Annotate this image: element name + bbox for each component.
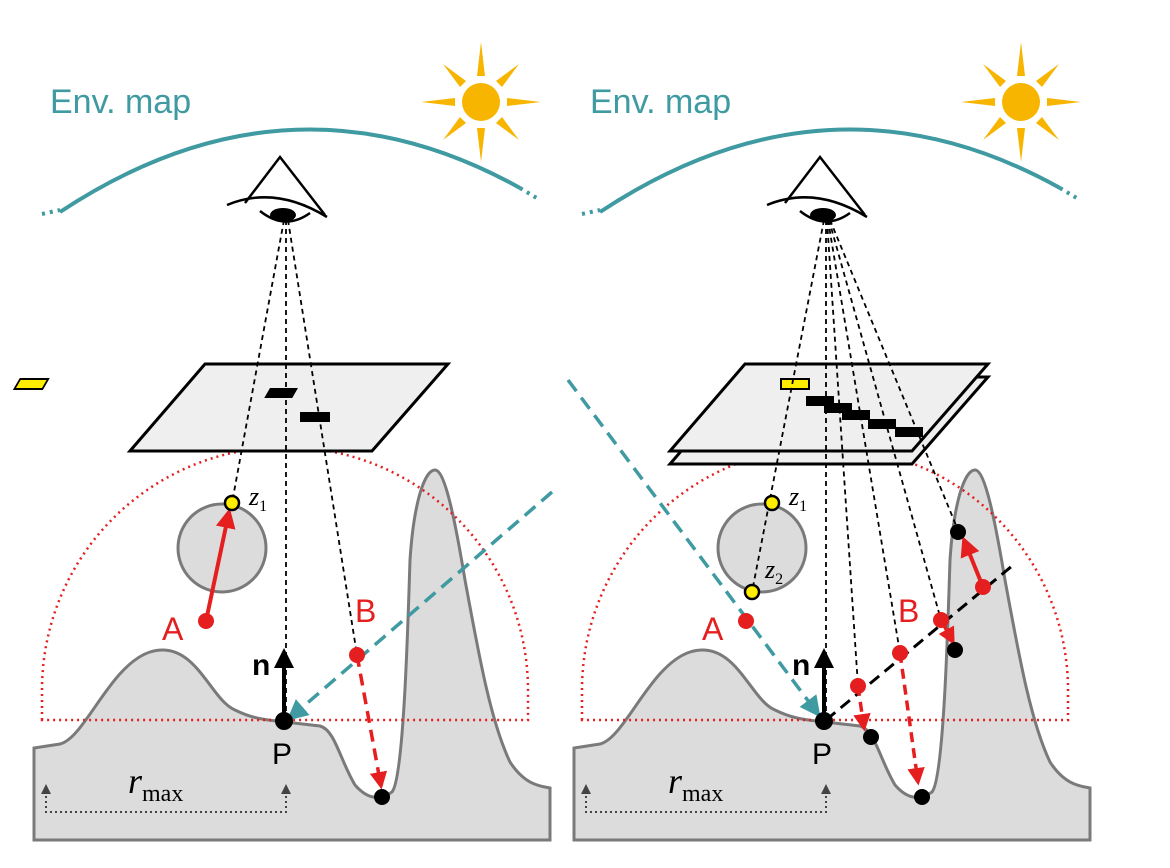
label-z1: z1 (788, 482, 807, 515)
rmax-bracket (581, 784, 831, 813)
arrow-B (355, 654, 388, 790)
terrain (572, 468, 1092, 842)
view-rays (231, 219, 358, 720)
label-z1: z1 (248, 482, 267, 515)
screen-plane (126, 362, 452, 453)
label-rmax: rmax (128, 761, 183, 807)
point-march-2 (892, 645, 908, 661)
label-P: P (812, 738, 832, 771)
env-map-arc (58, 127, 521, 214)
pixel-yellow (780, 378, 810, 390)
point-hit-3 (947, 642, 963, 658)
point-A (738, 613, 754, 629)
eye-icon (766, 154, 868, 223)
eye-icon (226, 154, 328, 223)
label-P: P (272, 738, 292, 771)
pixel-black-2 (824, 403, 852, 413)
point-z2 (743, 583, 761, 601)
pixel-black-3 (842, 410, 870, 420)
env-map-label: Env. map (590, 83, 731, 121)
label-rmax: rmax (668, 761, 723, 807)
occluder-sphere (716, 502, 808, 594)
env-map-arc-dots-left (581, 208, 601, 216)
point-hit-1 (863, 729, 879, 745)
terrain (32, 468, 552, 842)
pixel-black-5 (895, 427, 923, 437)
label-z2: z2 (764, 555, 783, 588)
light-ray (286, 490, 554, 721)
point-P (815, 712, 833, 730)
pixel-black-2 (300, 412, 330, 422)
point-hit-4 (950, 524, 966, 540)
point-P (275, 712, 293, 730)
env-map-arc-dots-right (1058, 186, 1082, 202)
point-B (349, 647, 365, 663)
view-rays (751, 219, 959, 720)
left-panel: Env. map (12, 42, 554, 842)
point-march-1 (850, 678, 866, 694)
pixel-black-1 (264, 388, 298, 398)
pixel-black-4 (868, 419, 896, 429)
sun-icon (421, 42, 541, 162)
arrow-A (204, 508, 236, 622)
rmax-bracket (41, 784, 291, 813)
point-z1 (223, 494, 241, 512)
arrow-march-2 (898, 652, 925, 786)
label-A: A (162, 611, 184, 647)
pixel-black-1 (806, 396, 834, 406)
point-A (198, 613, 214, 629)
point-hit (374, 789, 390, 805)
label-B: B (355, 593, 376, 629)
env-map-label: Env. map (50, 83, 191, 121)
point-march-3 (933, 612, 949, 628)
light-ray (566, 378, 821, 718)
env-map-arc-dots-right (518, 186, 542, 202)
env-map-arc (598, 127, 1061, 214)
point-hit-2 (914, 789, 930, 805)
pixel-yellow (12, 378, 50, 390)
sun-icon (961, 42, 1081, 162)
point-z1 (763, 494, 781, 512)
label-n: n (792, 649, 810, 682)
arrow-march-4 (960, 536, 985, 588)
env-map-arc-dots-left (41, 208, 61, 216)
right-panel: Env. map (566, 42, 1092, 842)
label-n: n (252, 649, 270, 682)
label-A: A (702, 611, 724, 647)
label-B: B (898, 593, 919, 629)
point-march-4 (975, 579, 991, 595)
